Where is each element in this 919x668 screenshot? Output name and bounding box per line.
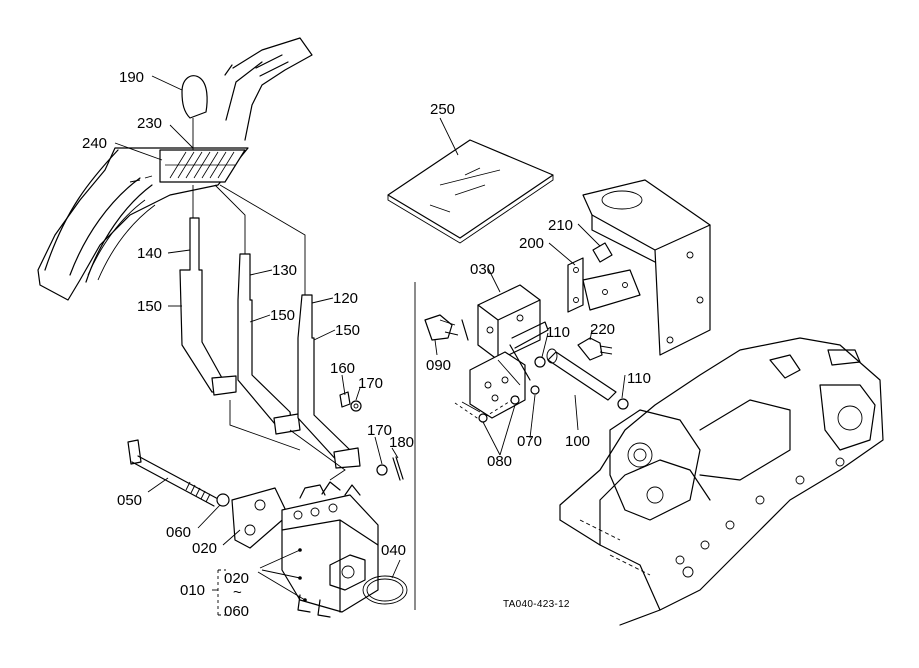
part-label-180: 180	[389, 434, 414, 451]
operators-manual	[387, 139, 554, 244]
part-label-110: 110	[546, 324, 570, 341]
valve-block-and-fittings	[424, 284, 629, 423]
part-label-150: 150	[270, 307, 295, 324]
part-label-160: 160	[330, 360, 355, 377]
part-label-090: 090	[426, 357, 451, 374]
part-label-170: 170	[367, 422, 392, 439]
part-label-230: 230	[137, 115, 162, 132]
part-label-070: 070	[517, 433, 542, 450]
part-label-140: 140	[137, 245, 162, 262]
part-label-030: 030	[470, 261, 495, 278]
range-tilde: ~	[233, 584, 242, 601]
part-label-130: 130	[272, 262, 297, 279]
part-label-200: 200	[519, 235, 544, 252]
part-label-170: 170	[358, 375, 383, 392]
control-levers	[179, 184, 404, 481]
part-labels: 190 230 240 140 150 130 150 120 150 160 …	[82, 69, 651, 620]
part-label-240: 240	[82, 135, 107, 152]
part-label-010: 010	[180, 582, 205, 599]
control-valve	[127, 439, 408, 618]
part-label-120: 120	[333, 290, 358, 307]
part-label-150: 150	[137, 298, 162, 315]
part-label-110: 110	[627, 370, 651, 387]
leader-lines	[114, 75, 626, 591]
part-label-040: 040	[381, 542, 406, 559]
lever-guide-fender	[37, 37, 313, 301]
part-label-020: 020	[192, 540, 217, 557]
part-label-060: 060	[166, 524, 191, 541]
part-label-060: 060	[224, 603, 249, 620]
hitch-bracket	[567, 179, 711, 361]
drawing-reference: TA040-423-12	[503, 599, 570, 610]
part-label-050: 050	[117, 492, 142, 509]
part-label-080: 080	[487, 453, 512, 470]
transmission-case	[559, 337, 884, 626]
part-label-020: 020	[224, 570, 249, 587]
part-label-220: 220	[590, 321, 615, 338]
part-label-190: 190	[119, 69, 144, 86]
part-label-210: 210	[548, 217, 573, 234]
part-label-150: 150	[335, 322, 360, 339]
part-label-250: 250	[430, 101, 455, 118]
part-label-100: 100	[565, 433, 590, 450]
